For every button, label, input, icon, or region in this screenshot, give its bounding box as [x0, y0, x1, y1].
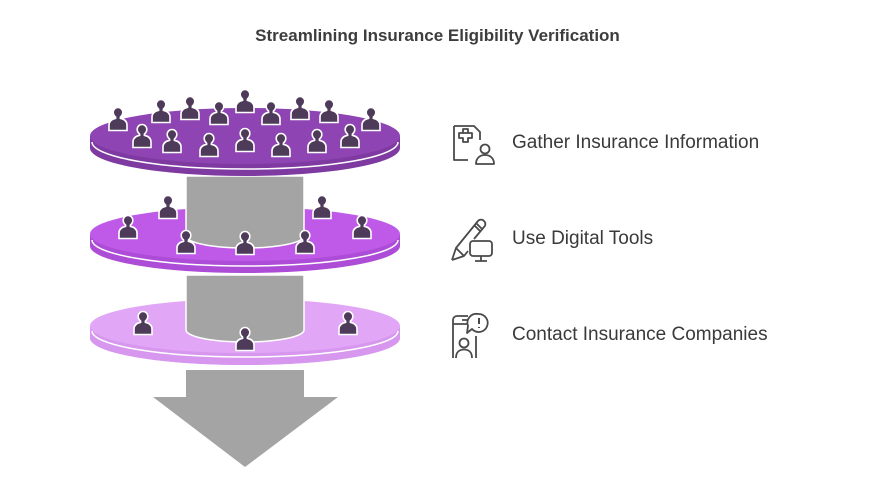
- step-label: Gather Insurance Information: [512, 132, 760, 153]
- person-icon: [151, 98, 171, 124]
- down-arrow: [153, 370, 338, 467]
- person-icon: [261, 100, 281, 126]
- diagram-title: Streamlining Insurance Eligibility Verif…: [255, 26, 620, 45]
- step-label: Use Digital Tools: [512, 228, 654, 249]
- step-label: Contact Insurance Companies: [512, 324, 768, 345]
- person-icon: [319, 98, 339, 124]
- step-gather-insurance-information: Gather Insurance Information: [448, 118, 759, 168]
- step-use-digital-tools: Use Digital Tools: [448, 214, 653, 264]
- person-icon: [158, 194, 178, 220]
- step-contact-insurance-companies: Contact Insurance Companies: [448, 310, 768, 360]
- person-icon: [361, 106, 381, 132]
- person-icon: [108, 106, 128, 132]
- person-icon: [235, 88, 255, 114]
- phone-alert-person-icon: [452, 312, 489, 359]
- person-icon: [290, 95, 310, 121]
- person-icon: [209, 100, 229, 126]
- medical-card-person-icon: [453, 125, 495, 165]
- person-icon: [180, 95, 200, 121]
- person-icon: [312, 194, 332, 220]
- pencil-monitor-icon: [451, 218, 493, 262]
